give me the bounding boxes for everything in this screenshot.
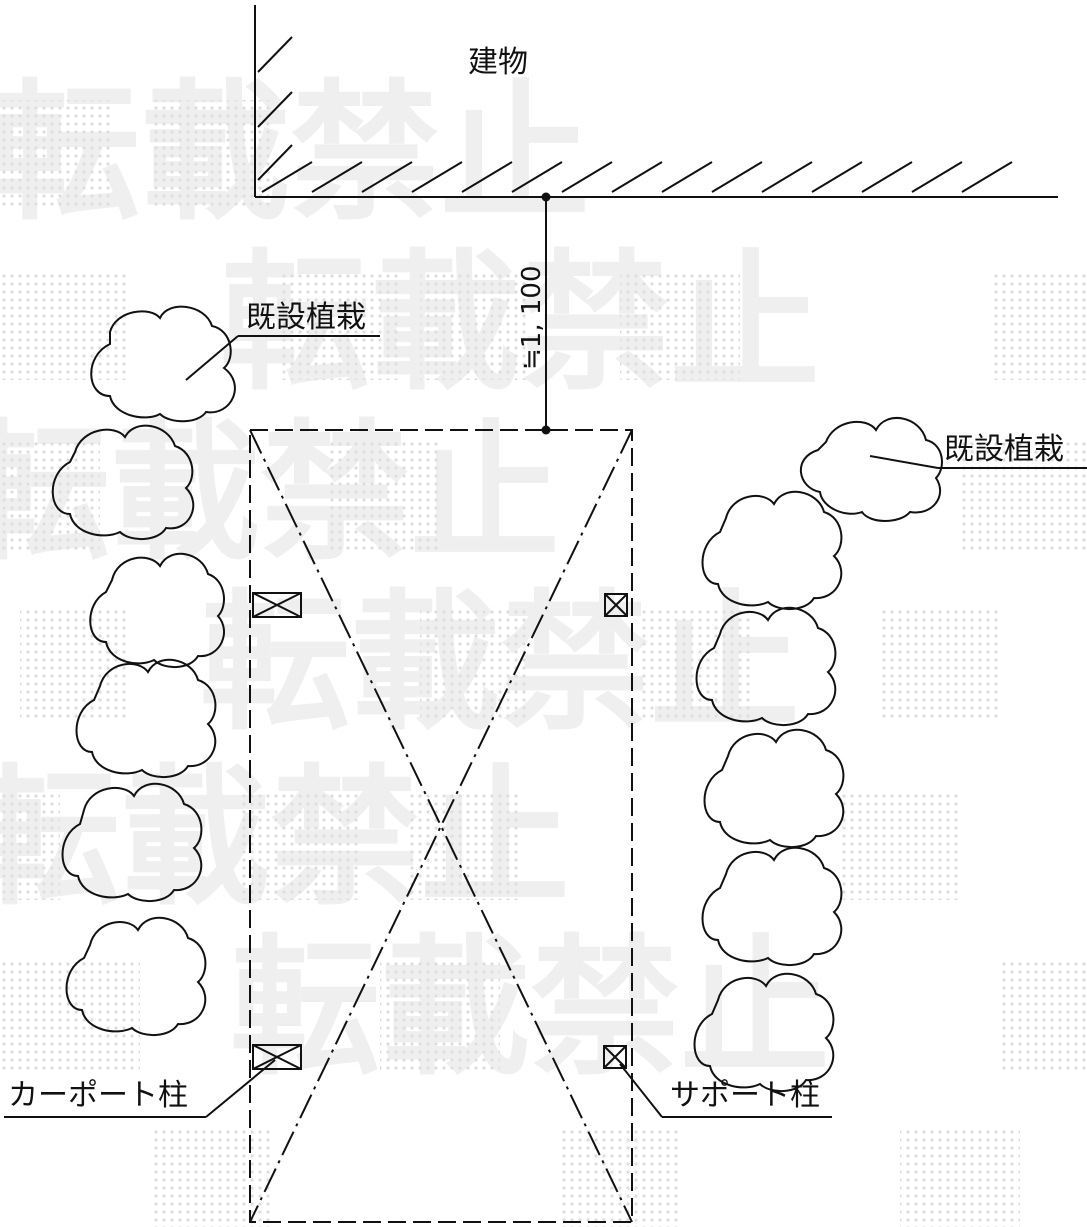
carport-post-label: カーポート柱	[4, 1059, 276, 1118]
shrub-right-5	[701, 846, 843, 966]
posts	[252, 592, 628, 1070]
svg-text:転載禁止: 転載禁止	[0, 752, 570, 926]
carport-post-lower	[252, 1044, 302, 1070]
existing-planting-right-label: 既設植栽	[869, 432, 1087, 469]
watermark-text: 転載禁止 転載禁止 転載禁止 転載禁止 転載禁止 転載禁止	[0, 67, 830, 1096]
shrub-left-5	[61, 782, 203, 902]
dimension-text: ≒1, 100	[517, 265, 547, 370]
dimension-dot-bottom	[541, 425, 551, 435]
shrub-left-4	[75, 658, 217, 778]
shrub-right-6	[693, 972, 835, 1092]
shrub-right-4	[703, 728, 845, 848]
svg-text:カーポート柱: カーポート柱	[8, 1078, 188, 1113]
building-wall: 建物	[254, 5, 1058, 198]
support-post-label: サポート柱	[619, 1063, 832, 1118]
svg-text:既設植栽: 既設植栽	[246, 300, 366, 335]
shrub-right-3	[695, 606, 837, 726]
svg-text:転載禁止: 転載禁止	[0, 407, 560, 581]
svg-text:転載禁止: 転載禁止	[230, 922, 830, 1096]
shrub-left-2	[51, 424, 195, 540]
diagonal-b	[249, 429, 633, 1223]
building-label: 建物	[468, 45, 528, 80]
existing-planting-left-label: 既設植栽	[185, 300, 380, 381]
dimension: ≒1, 100	[517, 192, 551, 435]
shrub-left-6	[65, 916, 207, 1036]
shrubs	[51, 305, 943, 1092]
svg-text:サポート柱: サポート柱	[670, 1078, 820, 1113]
diagonal-a	[249, 429, 633, 1223]
svg-text:既設植栽: 既設植栽	[944, 432, 1064, 467]
shrub-right-2	[701, 490, 843, 610]
shrub-left-1	[90, 305, 236, 423]
carport-outline	[249, 429, 633, 1223]
wall-hatching	[257, 36, 1013, 193]
watermark: 転載禁止 転載禁止 転載禁止 転載禁止 転載禁止 転載禁止	[0, 67, 1087, 1227]
support-post-lower	[603, 1045, 627, 1069]
carport-post-upper	[252, 592, 302, 618]
shrub-left-3	[89, 552, 225, 668]
svg-text:転載禁止: 転載禁止	[200, 577, 800, 751]
support-post-upper	[604, 593, 628, 617]
svg-text:転載禁止: 転載禁止	[0, 67, 590, 241]
shrub-right-1	[799, 416, 943, 522]
svg-text:転載禁止: 転載禁止	[220, 237, 820, 411]
dimension-dot-top	[541, 192, 551, 202]
